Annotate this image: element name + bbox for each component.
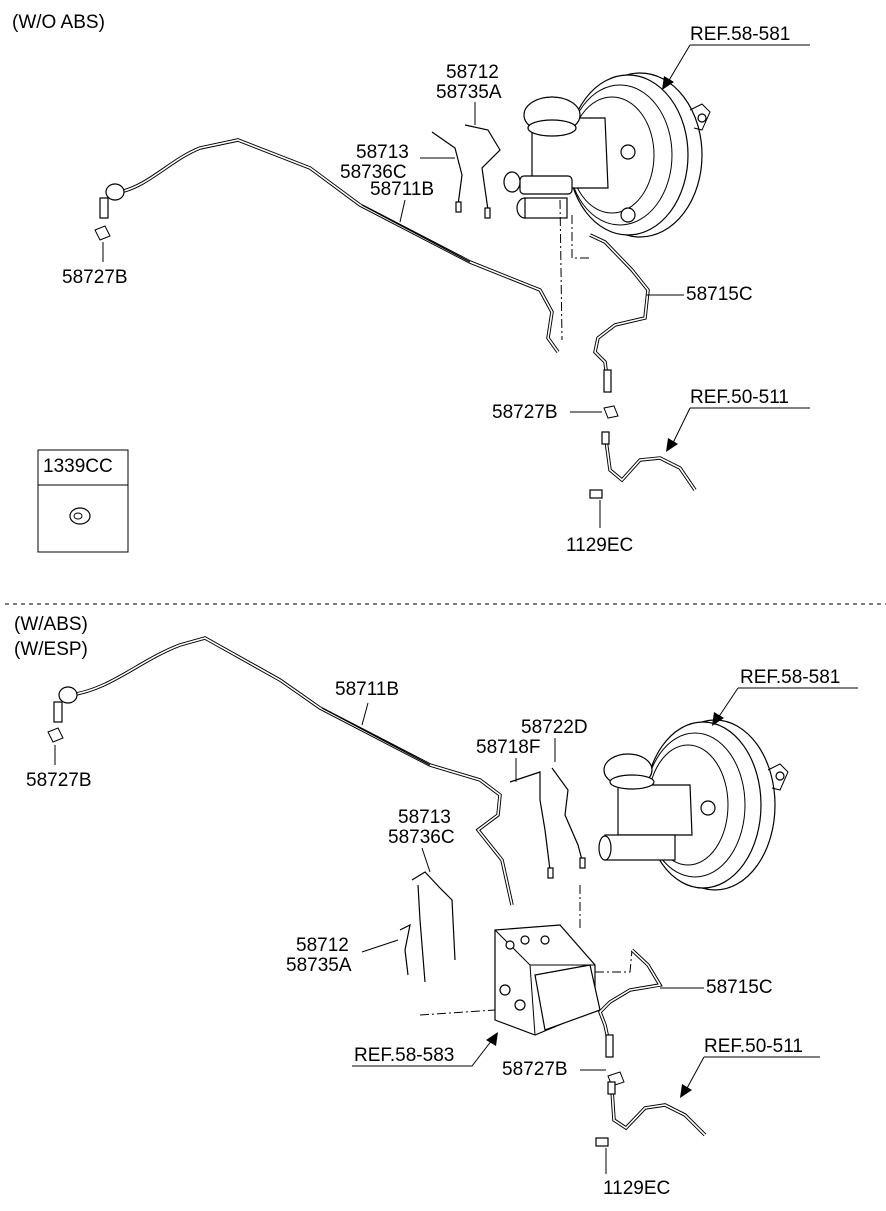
label-58718f: 58718F bbox=[476, 737, 540, 758]
label-58735a-bottom: 58735A bbox=[286, 955, 352, 976]
label-58715c-bottom: 58715C bbox=[706, 977, 773, 998]
grommet-icon bbox=[69, 507, 91, 525]
callout-box-1339cc: 1339CC bbox=[37, 449, 129, 553]
label-ref-50-511-top: REF.50-511 bbox=[690, 387, 789, 408]
section-title-w-esp: (W/ESP) bbox=[14, 639, 88, 660]
label-58715c-top: 58715C bbox=[686, 284, 753, 305]
label-58711b-bottom: 58711B bbox=[335, 679, 399, 700]
label-1129ec-bottom: 1129EC bbox=[603, 1178, 670, 1199]
label-ref-58-583: REF.58-583 bbox=[354, 1045, 454, 1066]
label-58727b-top-right: 58727B bbox=[492, 402, 558, 423]
master-cylinder-top bbox=[503, 96, 609, 219]
front-brake-line-bottom bbox=[597, 948, 663, 1087]
label-58735a-top: 58735A bbox=[436, 82, 502, 103]
wheel-sensor-bottom bbox=[595, 1081, 707, 1147]
label-58712-top: 58712 bbox=[446, 62, 499, 83]
label-1339cc: 1339CC bbox=[43, 456, 113, 477]
label-58727b-top-left: 58727B bbox=[62, 267, 128, 288]
label-58727b-bottom-right: 58727B bbox=[502, 1059, 568, 1080]
label-ref-58-581-bottom: REF.58-581 bbox=[740, 667, 840, 688]
label-58711b-top: 58711B bbox=[370, 179, 434, 200]
section-title-wo-abs: (W/O ABS) bbox=[12, 12, 105, 33]
label-58712-bottom: 58712 bbox=[296, 935, 349, 956]
section-title-w-abs: (W/ABS) bbox=[14, 614, 88, 635]
rear-brake-line-top bbox=[94, 138, 560, 354]
brake-booster-top bbox=[567, 72, 711, 238]
label-58722d: 58722D bbox=[521, 717, 588, 738]
label-58713-bottom: 58713 bbox=[398, 807, 451, 828]
label-1129ec-top: 1129EC bbox=[566, 535, 633, 556]
front-brake-line-top bbox=[589, 233, 650, 419]
label-58727b-bottom-left: 58727B bbox=[26, 770, 92, 791]
wheel-sensor-top bbox=[589, 431, 697, 499]
hecu-module bbox=[494, 924, 601, 1036]
label-58713-top: 58713 bbox=[356, 142, 409, 163]
label-58736c-top: 58736C bbox=[340, 162, 407, 183]
rear-brake-line-bottom bbox=[47, 636, 514, 906]
label-ref-58-581-top: REF.58-581 bbox=[690, 24, 790, 45]
label-58736c-bottom: 58736C bbox=[388, 827, 455, 848]
label-ref-50-511-bottom: REF.50-511 bbox=[704, 1036, 803, 1057]
master-cylinder-bottom bbox=[598, 753, 693, 861]
